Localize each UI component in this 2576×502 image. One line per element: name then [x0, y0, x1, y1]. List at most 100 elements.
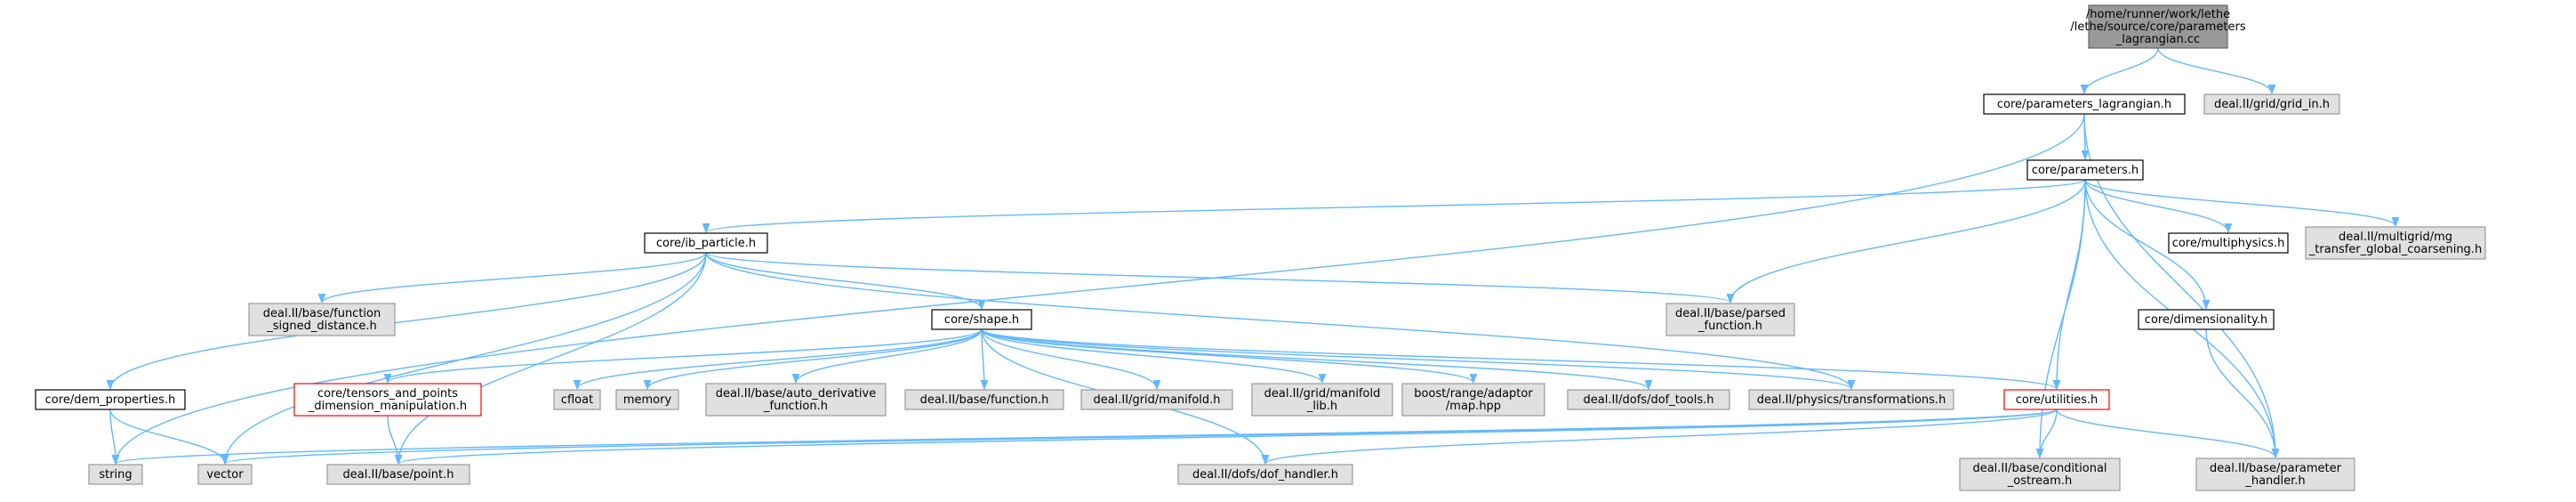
edge-ib_particle-to-func_sd: [317, 252, 707, 304]
node-param_handler-label-line-0: deal.II/base/parameter: [2210, 462, 2342, 475]
node-utilities-label-line-0: core/utilities.h: [2016, 393, 2099, 407]
node-mg_transfer-box: [2305, 226, 2486, 260]
edge-shape-to-auto_deriv: [791, 328, 983, 385]
node-cond_ostream: deal.II/base/conditional_ostream.h: [1959, 457, 2121, 491]
node-transforms-box: [1748, 389, 1954, 410]
edge-ib_particle-to-shape: [705, 252, 986, 311]
node-tensors-box: [293, 383, 482, 417]
node-parsed_func-label-line-1: _function.h: [1697, 320, 1762, 333]
node-ib_particle-box: [644, 232, 768, 254]
node-grid_in: deal.II/grid/grid_in.h: [2203, 93, 2340, 115]
edge-parameters-to-dimensionality: [2084, 179, 2211, 311]
node-cond_ostream-label-line-1: _ostream.h: [2007, 474, 2072, 488]
node-param_lag-label-line-0: core/parameters_lagrangian.h: [1997, 98, 2171, 111]
node-root-label-line-2: _lagrangian.cc: [2115, 33, 2200, 46]
node-param_lag[interactable]: core/parameters_lagrangian.h: [1983, 93, 2186, 115]
file-nodes: /home/runner/work/lethe/lethe/source/cor…: [35, 4, 2486, 491]
node-transforms-label-line-0: deal.II/physics/transformations.h: [1757, 393, 1946, 407]
edge-parameters-to-utilities: [2052, 179, 2086, 391]
node-utilities-box: [2003, 389, 2110, 410]
node-root-box: [2088, 4, 2228, 49]
edge-ib_particle-to-vector: [221, 252, 707, 466]
node-dem_props[interactable]: core/dem_properties.h: [35, 389, 186, 410]
edge-ib_particle-to-parsed_func: [705, 252, 1735, 304]
node-boost_map-label-line-1: /map.hpp: [1446, 400, 1501, 413]
node-shape[interactable]: core/shape.h: [931, 309, 1032, 330]
node-dof_handler-box: [1177, 464, 1353, 485]
node-multiphysics[interactable]: core/multiphysics.h: [2168, 232, 2289, 254]
node-boost_map: boost/range/adaptor/map.hpp: [1401, 383, 1545, 417]
edge-shape-to-manifold: [981, 328, 1161, 391]
node-mg_transfer: deal.II/multigrid/mg_transfer_global_coa…: [2305, 226, 2486, 260]
node-ib_particle[interactable]: core/ib_particle.h: [644, 232, 768, 254]
node-shape-box: [931, 309, 1032, 330]
node-memory-box: [615, 389, 679, 410]
node-string-box: [88, 464, 143, 485]
edge-parameters-to-mg_transfer: [2084, 179, 2400, 228]
node-parsed_func-box: [1665, 303, 1795, 336]
node-dof_handler: deal.II/dofs/dof_handler.h: [1177, 464, 1353, 485]
node-grid_in-label-line-0: deal.II/grid/grid_in.h: [2214, 98, 2330, 111]
node-manifold_lib-label-line-0: deal.II/grid/manifold: [1264, 387, 1381, 401]
node-point: deal.II/base/point.h: [326, 464, 470, 485]
edge-parameters-to-multiphysics: [2084, 179, 2233, 234]
edge-shape-to-base_func: [980, 328, 989, 391]
node-root[interactable]: /home/runner/work/lethe/lethe/source/cor…: [2070, 4, 2246, 49]
node-param_handler: deal.II/base/parameter_handler.h: [2195, 457, 2355, 491]
node-memory: memory: [615, 389, 679, 410]
node-func_sd-label-line-0: deal.II/base/function: [263, 307, 381, 320]
edge-utilities-to-cond_ostream: [2035, 409, 2058, 459]
node-base_func-label-line-0: deal.II/base/function.h: [920, 393, 1049, 407]
node-manifold: deal.II/grid/manifold.h: [1080, 389, 1233, 410]
node-string-label-line-0: string: [99, 468, 132, 482]
edge-param_lag-to-string: [111, 113, 2085, 466]
node-manifold_lib-box: [1251, 383, 1393, 417]
edge-dem_props-to-vector: [109, 409, 229, 466]
node-parameters-label-line-0: core/parameters.h: [2032, 164, 2139, 177]
edge-shape-to-cfloat: [573, 328, 983, 391]
node-dof_tools: deal.II/dofs/dof_tools.h: [1567, 389, 1730, 410]
node-ib_particle-label-line-0: core/ib_particle.h: [656, 237, 756, 250]
node-func_sd-box: [248, 303, 396, 336]
edge-utilities-to-param_handler: [2056, 409, 2280, 459]
node-base_func-box: [904, 389, 1064, 410]
node-cond_ostream-label-line-0: deal.II/base/conditional: [1972, 462, 2107, 475]
edge-utilities-to-dof_handler: [1261, 409, 2058, 466]
node-utilities[interactable]: core/utilities.h: [2003, 389, 2110, 410]
node-tensors[interactable]: core/tensors_and_points_dimension_manipu…: [293, 383, 482, 417]
node-memory-label-line-0: memory: [623, 393, 672, 407]
node-cond_ostream-box: [1959, 457, 2121, 491]
node-transforms: deal.II/physics/transformations.h: [1748, 389, 1954, 410]
node-grid_in-box: [2203, 93, 2340, 115]
node-mg_transfer-label-line-1: _transfer_global_coarsening.h: [2308, 243, 2482, 256]
node-multiphysics-label-line-0: core/multiphysics.h: [2172, 237, 2285, 250]
edge-utilities-to-vector: [221, 409, 2058, 466]
edge-ib_particle-to-point: [394, 252, 707, 466]
node-parameters[interactable]: core/parameters.h: [2026, 159, 2144, 181]
node-auto_deriv-label-line-0: deal.II/base/auto_derivative: [716, 387, 876, 401]
node-param_handler-label-line-1: _handler.h: [2244, 474, 2305, 488]
node-dof_tools-box: [1567, 389, 1730, 410]
node-auto_deriv-label-line-1: _function.h: [763, 400, 828, 413]
node-dem_props-box: [35, 389, 186, 410]
edge-utilities-to-string: [112, 409, 2058, 466]
node-tensors-label-line-0: core/tensors_and_points: [317, 387, 458, 401]
node-func_sd-label-line-1: _signed_distance.h: [266, 320, 377, 333]
node-vector: vector: [197, 464, 253, 485]
edge-shape-to-tensors: [383, 328, 983, 385]
edge-dimensionality-to-param_handler: [2205, 328, 2280, 459]
node-point-label-line-0: deal.II/base/point.h: [343, 468, 454, 482]
node-root-label-line-1: /lethe/source/core/parameters: [2070, 20, 2245, 34]
node-parsed_func: deal.II/base/parsed_function.h: [1665, 303, 1795, 336]
edge-root-to-grid_in: [2157, 47, 2276, 95]
node-manifold-label-line-0: deal.II/grid/manifold.h: [1093, 393, 1220, 407]
edge-parameters-to-parsed_func: [1726, 179, 2086, 304]
node-parsed_func-label-line-0: deal.II/base/parsed: [1675, 307, 1786, 320]
node-auto_deriv: deal.II/base/auto_derivative_function.h: [705, 383, 887, 417]
node-dimensionality[interactable]: core/dimensionality.h: [2138, 309, 2275, 330]
node-dimensionality-label-line-0: core/dimensionality.h: [2145, 313, 2267, 327]
node-manifold-box: [1080, 389, 1233, 410]
node-boost_map-box: [1401, 383, 1545, 417]
node-mg_transfer-label-line-0: deal.II/multigrid/mg: [2339, 231, 2452, 244]
